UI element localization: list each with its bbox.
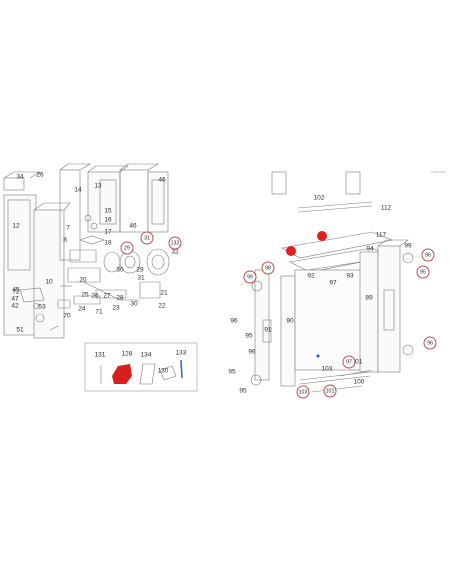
part-number: 24 (78, 305, 86, 313)
part-number: 29 (136, 266, 144, 274)
part-number: 94 (366, 245, 374, 253)
part-number: 53 (38, 303, 46, 311)
part-number: 45 (12, 286, 20, 294)
part-number: 13 (94, 182, 102, 190)
part-number: 22 (158, 302, 166, 310)
part-number: 8 (63, 236, 67, 244)
part-number: 70 (63, 312, 71, 320)
part-number: 97 (329, 279, 337, 287)
blue-marker (316, 354, 320, 358)
part-number: 102 (313, 194, 325, 202)
part-number: 18 (104, 239, 112, 247)
part-number-circled: 95 (416, 265, 430, 279)
part-number: 26 (91, 292, 99, 300)
accessories-box (84, 342, 198, 392)
accessory-part-number: 133 (175, 349, 187, 357)
part-number: 112 (380, 204, 392, 212)
part-number: 10 (45, 278, 53, 286)
part-number: 30 (130, 300, 138, 308)
left-stove-assembly (3, 163, 170, 339)
part-number: 32 (171, 248, 179, 256)
part-number: 90 (286, 317, 294, 325)
part-number: 95 (228, 368, 236, 376)
part-number: 17 (104, 228, 112, 236)
part-number-circled: 98 (261, 261, 275, 275)
accessory-part-number: 134 (140, 351, 152, 359)
part-number: 14 (74, 186, 82, 194)
part-number: 99 (404, 242, 412, 250)
part-number: 7 (66, 224, 70, 232)
part-number: 101 (351, 358, 363, 366)
part-number: 71 (95, 308, 103, 316)
highlighted-part-2 (317, 231, 327, 241)
accessory-part-number: 130 (157, 367, 169, 375)
part-number: 46 (158, 176, 166, 184)
part-number-circled: 99 (243, 270, 257, 284)
part-number: 16 (104, 216, 112, 224)
highlighted-parts (112, 231, 327, 384)
part-number-circled: 103 (296, 385, 310, 399)
accessory-part-number: 131 (94, 351, 106, 359)
part-number-circled: 96 (423, 336, 437, 350)
part-number: 93 (346, 272, 354, 280)
part-number-circled: 31 (140, 231, 154, 245)
accessory-part-number: 128 (121, 350, 133, 358)
part-number-circled: 97 (342, 355, 356, 369)
part-number: 31 (137, 274, 145, 282)
part-number: 27 (103, 292, 111, 300)
highlighted-part-1 (286, 246, 296, 256)
part-number: 96 (248, 348, 256, 356)
corner-code: ▭▭▭▭ (430, 169, 446, 174)
part-number: 72 (12, 288, 20, 296)
part-number: 42 (11, 302, 19, 310)
part-number: 26 (36, 171, 44, 179)
part-number: 103 (321, 365, 333, 373)
part-number: 25 (81, 291, 89, 299)
highlighted-glove (112, 364, 132, 384)
part-number: 28 (116, 294, 124, 302)
part-number: 91 (264, 326, 272, 334)
part-number: 23 (112, 304, 120, 312)
part-number: 47 (11, 295, 19, 303)
part-number: 92 (307, 272, 315, 280)
part-number: 20 (79, 276, 87, 284)
part-number: 117 (375, 231, 387, 239)
part-number: 95 (239, 387, 247, 395)
part-number-circled: 101 (323, 384, 337, 398)
part-number: 34 (16, 173, 24, 181)
part-number-circled: 96 (421, 248, 435, 262)
part-number: 21 (160, 289, 168, 297)
part-number: 89 (365, 294, 373, 302)
part-number: 51 (16, 326, 24, 334)
part-number: 96 (230, 317, 238, 325)
part-number: 95 (245, 332, 253, 340)
part-number: 15 (104, 207, 112, 215)
part-number-circled: 132 (168, 236, 182, 250)
part-number: 12 (12, 222, 20, 230)
part-number-circled: 29 (120, 241, 134, 255)
part-number: 100 (353, 378, 365, 386)
part-number: 30 (116, 266, 124, 274)
part-number: 46 (129, 222, 137, 230)
